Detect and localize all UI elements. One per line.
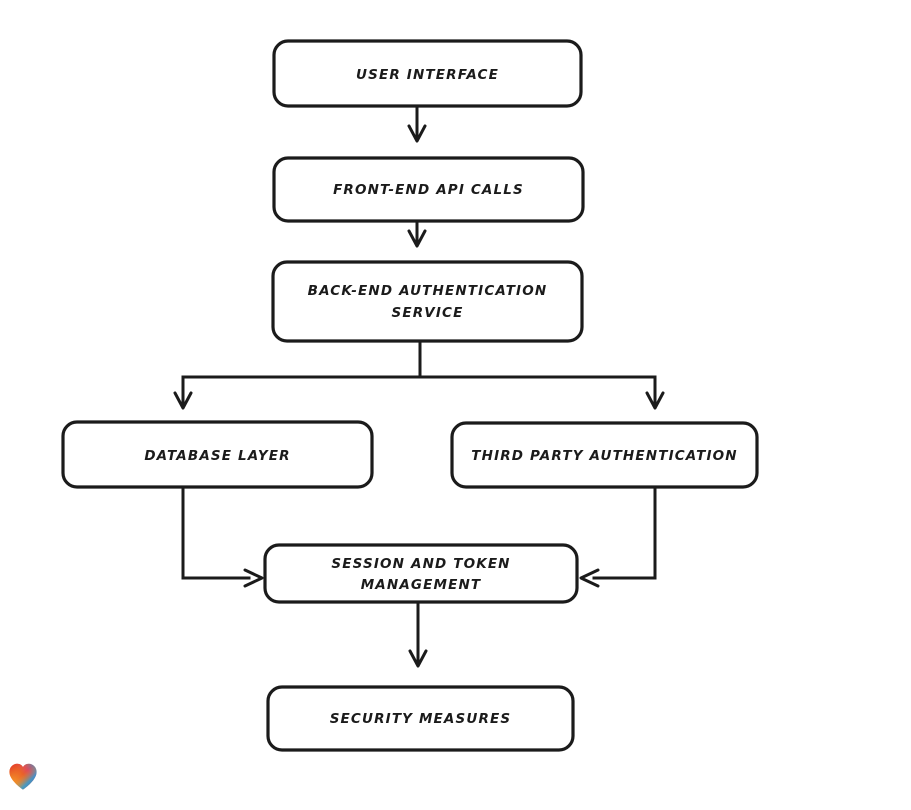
- heart-icon: [9, 763, 37, 790]
- heart-icon-overlay: [9, 763, 37, 790]
- node-database-layer-shape: [61, 420, 374, 489]
- node-database-layer-label: DATABASE LAYER: [144, 448, 290, 464]
- node-security-measures-label: SECURITY MEASURES: [330, 711, 512, 727]
- edge-backend-to-database: [173, 339, 422, 410]
- node-session-and-token-management-label-line1: SESSION AND TOKEN: [331, 556, 510, 572]
- node-session-and-token-management-label-line2: MANAGEMENT: [361, 577, 482, 593]
- node-user-interface-shape: [272, 39, 583, 108]
- node-session-and-token-management[interactable]: SESSION AND TOKEN MANAGEMENT: [263, 543, 579, 604]
- node-front-end-api-calls[interactable]: FRONT-END API CALLS: [272, 156, 585, 223]
- node-front-end-api-calls-shape: [272, 156, 585, 223]
- node-back-end-authentication-service-shape: [271, 260, 584, 343]
- node-back-end-authentication-service-label-line1: BACK-END AUTHENTICATION: [308, 283, 548, 299]
- edge-session-to-security: [408, 600, 428, 668]
- node-database-layer[interactable]: DATABASE LAYER: [61, 420, 374, 489]
- node-user-interface-label: USER INTERFACE: [356, 67, 499, 83]
- edge-database-to-session: [181, 485, 264, 588]
- edge-ui-to-api: [407, 104, 427, 143]
- node-back-end-authentication-service[interactable]: BACK-END AUTHENTICATION SERVICE: [271, 260, 584, 343]
- node-third-party-authentication[interactable]: THIRD PARTY AUTHENTICATION: [450, 421, 759, 489]
- edge-api-to-backend: [407, 219, 427, 248]
- node-user-interface[interactable]: USER INTERFACE: [272, 39, 583, 108]
- node-back-end-authentication-service-label-line2: SERVICE: [392, 305, 464, 321]
- node-security-measures-shape: [266, 685, 575, 752]
- node-front-end-api-calls-label: FRONT-END API CALLS: [333, 182, 524, 198]
- node-third-party-authentication-shape: [450, 421, 759, 489]
- node-session-and-token-management-shape: [263, 543, 579, 604]
- edge-backend-to-thirdparty: [418, 375, 665, 410]
- edge-thirdparty-to-session: [579, 485, 657, 588]
- node-third-party-authentication-label: THIRD PARTY AUTHENTICATION: [471, 448, 737, 464]
- node-security-measures[interactable]: SECURITY MEASURES: [266, 685, 575, 752]
